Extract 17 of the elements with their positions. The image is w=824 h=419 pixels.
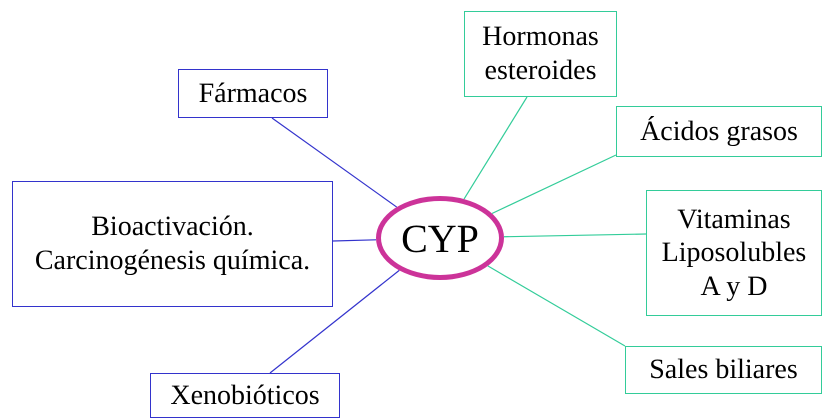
node-text: CYP [401,214,479,262]
node-text: Sales biliares [649,353,798,387]
connector-line [332,239,376,242]
node-text: Hormonas esteroides [481,20,600,88]
topic-box [616,106,822,157]
node-text: Bioactivación. Carcinogénesis química. [34,210,312,278]
connector-line [504,233,646,238]
topic-box [178,69,328,118]
topic-box [646,190,822,316]
node-text: Fármacos [198,76,308,110]
topic-box [150,373,340,418]
node-text: Xenobióticos [170,378,320,412]
node-text: Ácidos grasos [640,114,798,148]
topic-box [625,346,822,394]
topic-box [464,11,617,97]
topic-box [12,181,333,307]
node-text: Vitaminas Liposolubles A y D [660,202,808,304]
